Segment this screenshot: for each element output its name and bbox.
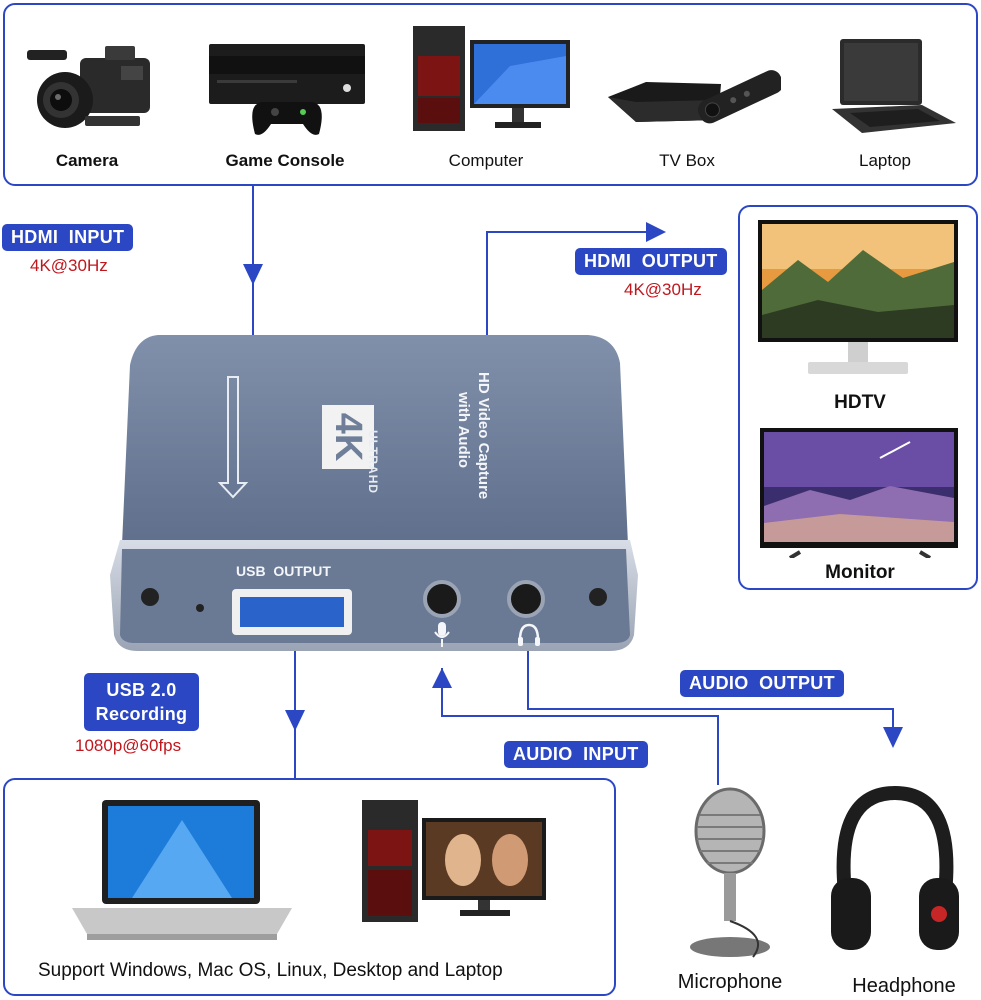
laptop-label: Laptop <box>859 151 911 170</box>
game-console-label: Game Console <box>225 151 345 170</box>
hdtv-label: HDTV <box>834 392 886 413</box>
desktop-computer-icon <box>362 800 546 922</box>
hdmi-output-badge: HDMI OUTPUT <box>575 248 727 275</box>
capture-device-icon <box>110 335 638 651</box>
laptop-icon <box>832 39 956 133</box>
usb-recording-spec: 1080p@60fps <box>75 736 182 755</box>
audio-input-arrow <box>432 668 452 688</box>
microphone-icon <box>690 787 770 958</box>
audio-output-arrow <box>883 727 903 748</box>
monitor-icon <box>760 428 958 558</box>
monitor-label: Monitor <box>825 562 895 583</box>
camera-icon <box>27 46 150 128</box>
usb-recording-line2: Recording <box>95 704 188 724</box>
support-caption: Support Windows, Mac OS, Linux, Desktop … <box>38 960 503 981</box>
headphone-icon <box>831 785 959 950</box>
hdtv-icon <box>758 220 958 374</box>
headphone-label: Headphone <box>852 975 956 997</box>
audio-input-badge: AUDIO INPUT <box>504 741 648 768</box>
ultrahd-logo-subtext: ULTRAHD <box>366 430 380 495</box>
usb-output-arrow <box>285 710 305 731</box>
device-title-line2: with Audio <box>455 392 472 469</box>
hdmi-input-arrow <box>243 264 263 285</box>
hdmi-input-spec: 4K@30Hz <box>30 256 108 275</box>
hdmi-output-arrow <box>646 222 666 242</box>
tv-box-icon <box>608 70 781 124</box>
computer-label: Computer <box>448 151 524 170</box>
microphone-port-icon <box>434 622 450 647</box>
camera-label: Camera <box>55 151 119 170</box>
laptop-icon <box>72 800 292 940</box>
computer-icon <box>413 26 570 131</box>
headphone-port-icon <box>518 623 540 646</box>
audio-output-badge: AUDIO OUTPUT <box>680 670 844 697</box>
hdmi-input-badge: HDMI INPUT <box>2 224 134 251</box>
usb-recording-badge: USB 2.0 Recording <box>84 673 199 731</box>
device-title-line1: HD Video Capture <box>475 372 492 500</box>
microphone-label: Microphone <box>677 971 783 993</box>
game-console-icon <box>209 44 365 135</box>
hdmi-output-spec: 4K@30Hz <box>624 280 702 299</box>
tv-box-label: TV Box <box>659 151 715 170</box>
usb-port-label: USB OUTPUT <box>236 563 331 579</box>
usb-recording-line1: USB 2.0 <box>106 680 177 700</box>
